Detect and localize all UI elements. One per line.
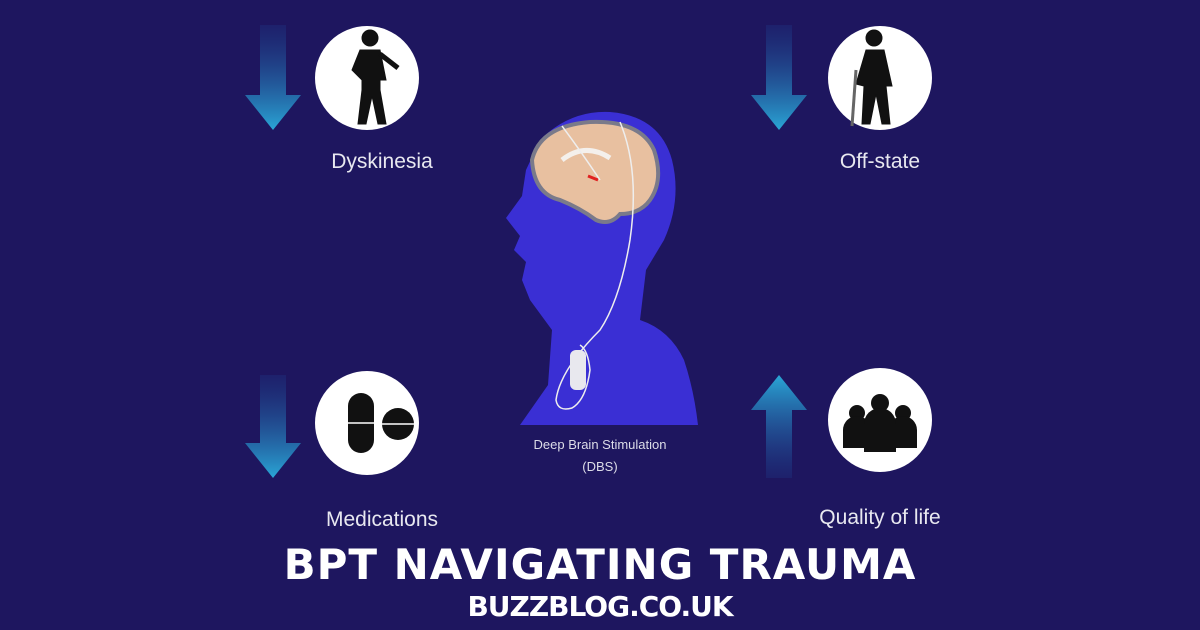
dbs-caption-line1: Deep Brain Stimulation <box>533 437 667 452</box>
elderly-person-cane-icon <box>850 29 893 127</box>
stimulator-device <box>570 350 586 390</box>
down-arrow-icon <box>245 375 301 478</box>
dbs-caption: Deep Brain Stimulation (DBS) <box>500 434 700 478</box>
label-dyskinesia: Dyskinesia <box>331 150 433 173</box>
down-arrow-icon <box>245 25 301 130</box>
label-off-state: Off-state <box>839 150 921 173</box>
dbs-caption-line2: (DBS) <box>582 459 618 474</box>
down-arrow-icon <box>751 25 807 130</box>
people-group-icon <box>843 394 917 452</box>
dancing-person-icon <box>351 29 400 125</box>
up-arrow-icon <box>751 375 807 478</box>
label-medications: Medications <box>325 508 439 531</box>
pills-icon <box>348 393 414 453</box>
label-quality-of-life: Quality of life <box>819 506 941 529</box>
site-name: BUZZBLOG.CO.UK <box>467 590 733 623</box>
page-title: BPT NAVIGATING TRAUMA <box>283 540 917 589</box>
